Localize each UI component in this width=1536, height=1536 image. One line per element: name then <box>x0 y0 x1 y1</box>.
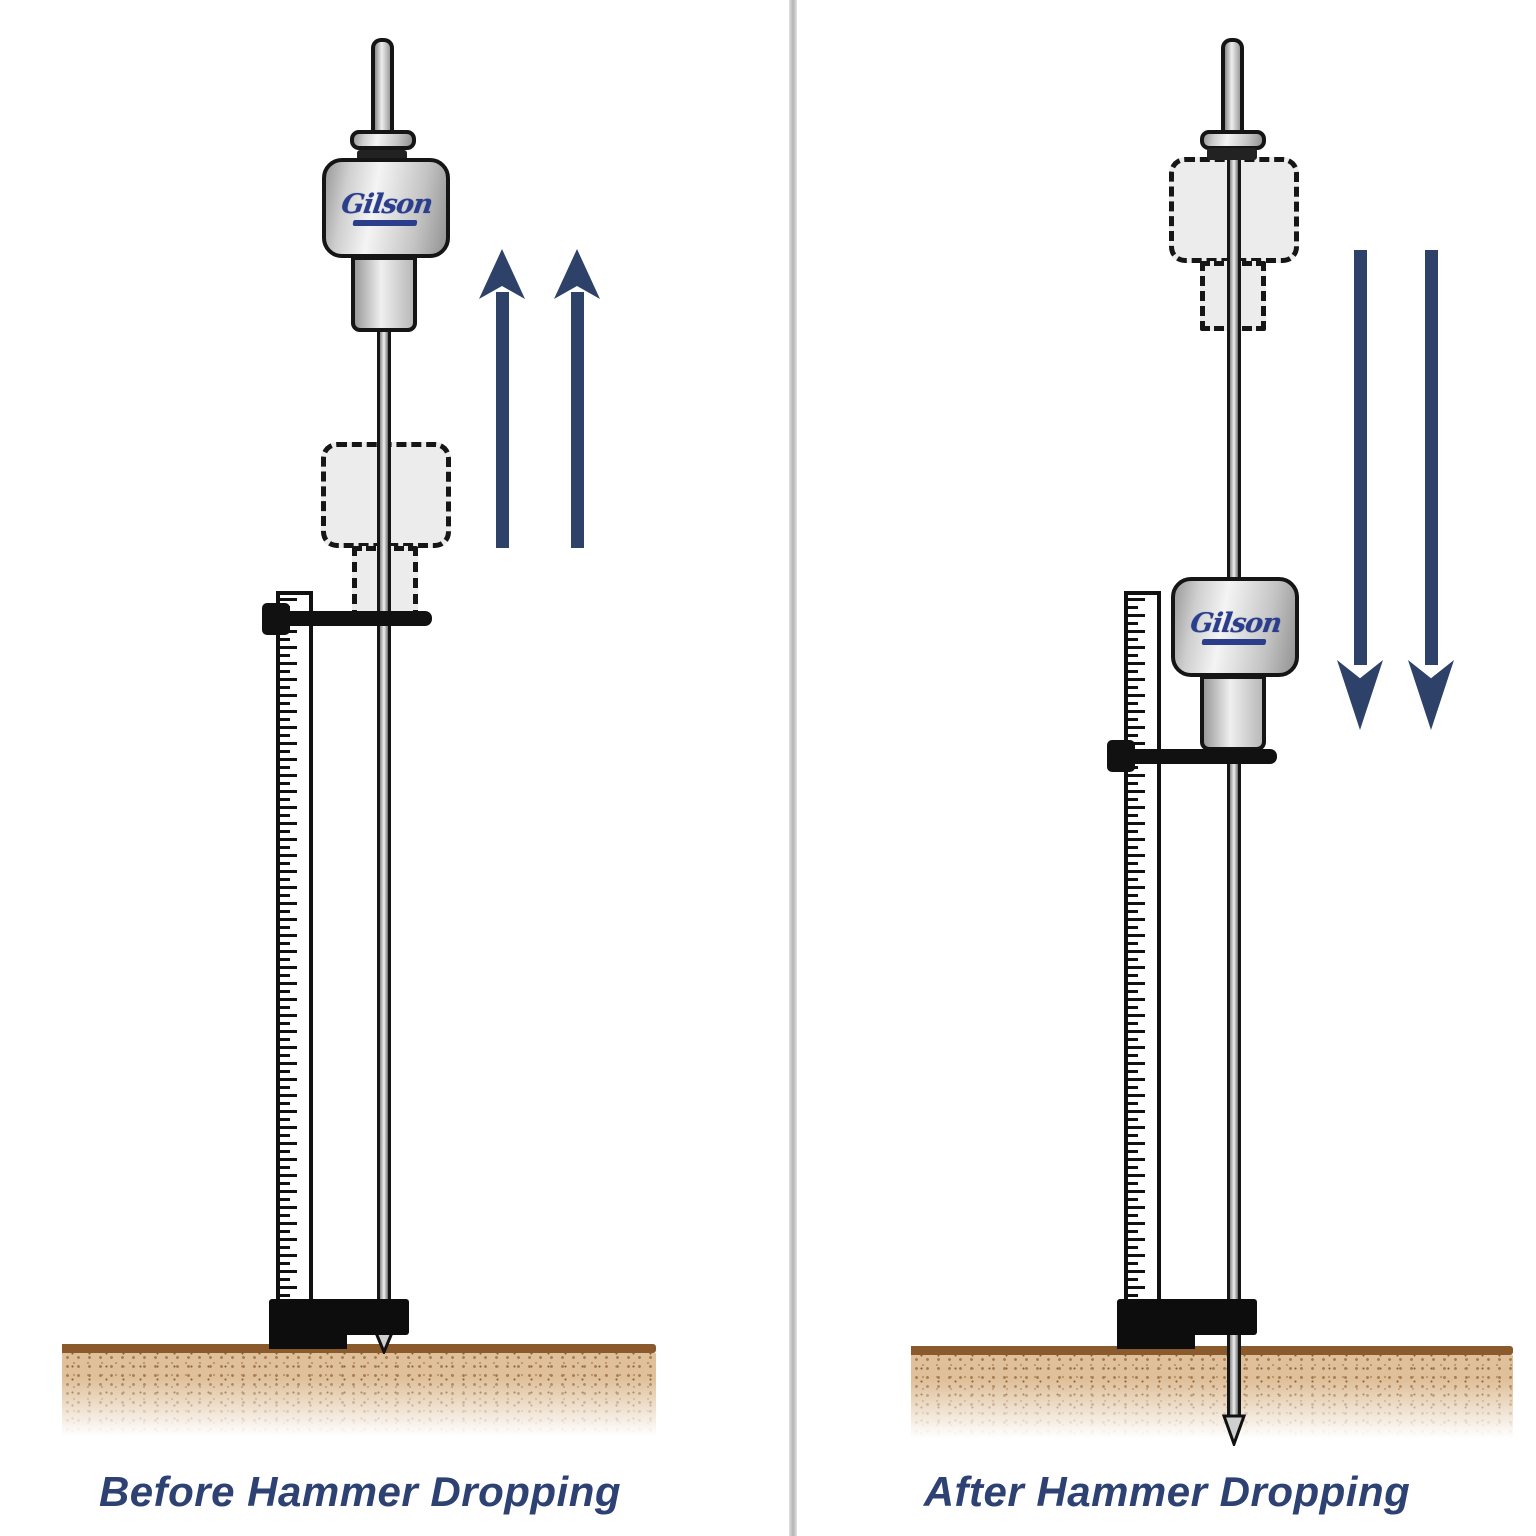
base-plate <box>1117 1299 1257 1335</box>
soil-texture <box>911 1355 1513 1438</box>
cone-tip <box>1221 1414 1247 1446</box>
base-plate-foot <box>269 1332 347 1349</box>
gilson-logo-underline <box>1201 638 1267 645</box>
caption-after: After Hammer Dropping <box>923 1468 1411 1515</box>
hammer-weight: Gilson <box>1171 577 1299 677</box>
ground-surface <box>911 1346 1513 1438</box>
ground-line <box>911 1346 1513 1355</box>
hammer-weight: Gilson <box>322 158 450 258</box>
panel-divider <box>789 0 797 1536</box>
ruler-bracket-arm <box>1111 749 1277 764</box>
gilson-logo: Gilson <box>1187 607 1283 645</box>
soil-texture <box>62 1353 656 1436</box>
handle-collar <box>1200 130 1266 150</box>
panel-after: Gilson After Hammer Dropping <box>797 0 1536 1536</box>
gilson-logo-text: Gilson <box>339 188 434 220</box>
caption-before: Before Hammer Dropping <box>98 1468 622 1515</box>
ground-line <box>62 1344 656 1353</box>
drive-rod <box>377 326 391 1306</box>
ground-surface <box>62 1344 656 1436</box>
base-plate <box>269 1299 409 1335</box>
anvil-coupler <box>1200 675 1266 751</box>
gilson-logo-text: Gilson <box>1188 607 1283 639</box>
handle-collar <box>350 130 416 150</box>
anvil-coupler <box>351 256 417 332</box>
base-plate-foot <box>1117 1332 1195 1349</box>
gilson-logo-underline <box>352 219 418 226</box>
panel-before: Gilson Before Hammer Dropping <box>62 38 656 1515</box>
ruler-bracket-arm <box>266 611 432 626</box>
measuring-ruler <box>276 591 313 1306</box>
hammer-handle <box>1221 38 1244 140</box>
ruler-ticks-short <box>1128 598 1138 1299</box>
ruler-ticks-short <box>280 598 290 1299</box>
collar-ring <box>1207 148 1257 160</box>
hammer-handle <box>371 38 394 140</box>
measuring-ruler <box>1124 591 1161 1306</box>
gilson-logo: Gilson <box>338 188 434 226</box>
